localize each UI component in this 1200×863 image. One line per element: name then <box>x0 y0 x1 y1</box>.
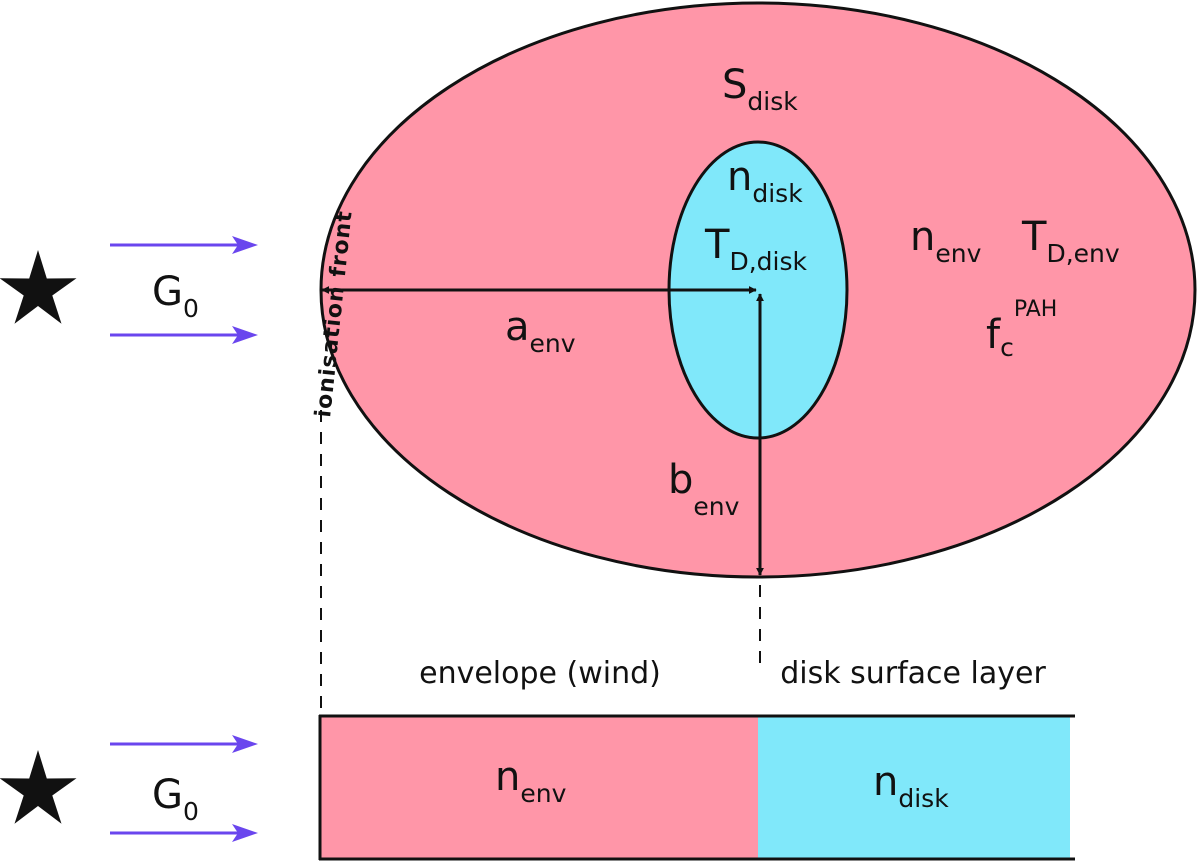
disk-slab <box>758 716 1070 859</box>
disk-caption: disk surface layer <box>780 656 1046 691</box>
f-c-pah-label: fcPAH <box>986 297 1057 362</box>
n-env-label: nenv <box>910 214 982 268</box>
a-env-label: aenv <box>505 304 576 358</box>
t-d-env-label: TD,env <box>1021 214 1120 268</box>
radiation-label-bottom: G0 <box>152 772 199 826</box>
star-icon <box>0 250 77 324</box>
envelope-slab <box>320 716 758 859</box>
radiation-arrows-bottom <box>110 735 258 842</box>
bottom-panel: envelope (wind) disk surface layer G0 ne… <box>0 656 1075 861</box>
b-env-label: benv <box>668 457 740 521</box>
n-disk-slab-label: ndisk <box>873 759 949 813</box>
radiation-label-top: G0 <box>152 269 199 323</box>
envelope-caption: envelope (wind) <box>419 656 661 691</box>
star-icon <box>0 750 77 824</box>
t-d-disk-label: TD,disk <box>704 222 807 276</box>
top-panel: G0 ionisation front Sdisk ndisk TD,disk … <box>0 1 1197 579</box>
n-disk-label: ndisk <box>727 154 803 208</box>
s-disk-label: Sdisk <box>722 62 798 116</box>
radiation-arrows-top <box>110 236 258 344</box>
n-env-slab-label: nenv <box>495 754 567 808</box>
